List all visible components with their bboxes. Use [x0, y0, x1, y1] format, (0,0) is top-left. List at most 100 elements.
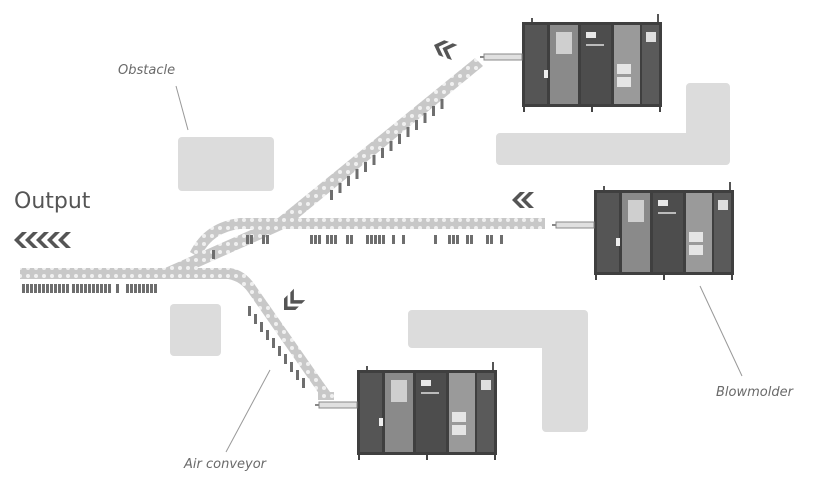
bottle: [456, 235, 459, 244]
bottle: [266, 330, 269, 340]
conveyor-branch-middle-join: [190, 218, 240, 258]
obstacle-leader-line: [175, 85, 189, 131]
bottle: [254, 314, 257, 324]
obstacle-label: Obstacle: [118, 63, 175, 78]
bottle: [382, 235, 385, 244]
air-conveyor-label: Air conveyor: [183, 457, 268, 472]
bottle: [138, 284, 141, 293]
bottle: [392, 235, 395, 244]
bottle: [466, 235, 469, 244]
bottle: [250, 235, 253, 244]
bottle: [30, 284, 33, 293]
bottle: [58, 284, 61, 293]
bottle: [100, 284, 103, 293]
bottle: [26, 284, 29, 293]
bottle: [84, 284, 87, 293]
bottle: [406, 127, 410, 137]
bottle: [278, 346, 281, 356]
bottle: [346, 235, 349, 244]
bottle: [76, 284, 79, 293]
bottle: [290, 362, 293, 372]
blowmolder-machine-middle: [551, 181, 735, 281]
bottle: [372, 155, 376, 165]
bottle: [434, 235, 437, 244]
bottle: [88, 284, 91, 293]
obstacle-l-shape-bottom-right: [408, 310, 588, 432]
conveyor-branch-bottom: [168, 268, 330, 398]
bottle: [42, 284, 45, 293]
bottle: [80, 284, 83, 293]
bottle: [500, 235, 503, 244]
bottle: [38, 284, 41, 293]
output-label: Output: [14, 189, 91, 214]
bottle: [248, 306, 251, 316]
chevron-arrow-icon: [434, 40, 458, 61]
bottle: [212, 250, 215, 259]
bottle: [246, 235, 249, 244]
bottle: [260, 322, 263, 332]
bottle: [142, 284, 145, 293]
conveyor-branch-top: [165, 58, 483, 279]
chevron-arrow-icon: [512, 192, 534, 208]
bottle: [415, 120, 418, 130]
air-conveyor-network: [20, 58, 545, 400]
bottle: [370, 235, 373, 244]
bottle: [314, 235, 317, 244]
bottle: [364, 162, 367, 172]
blowmolder-machine-top: [479, 13, 663, 113]
bottle: [134, 284, 137, 293]
conveyor-bottom-end: [318, 392, 334, 400]
bottle: [448, 235, 451, 244]
bottle: [318, 235, 321, 244]
bottle: [284, 354, 287, 364]
bottle: [347, 176, 350, 186]
bottle: [402, 235, 405, 244]
bottle: [126, 284, 129, 293]
bottle: [440, 99, 444, 109]
bottle: [355, 169, 359, 179]
bottle: [146, 284, 149, 293]
air-conveyor-leader-line: [225, 369, 271, 453]
bottle: [130, 284, 133, 293]
obstacle-block-top-left: [178, 137, 274, 191]
conveyor-main-output: [20, 268, 170, 279]
bottle: [50, 284, 53, 293]
bottle: [374, 235, 377, 244]
bottles-group: [22, 99, 503, 388]
bottle: [490, 235, 493, 244]
bottle: [62, 284, 65, 293]
bottle: [486, 235, 489, 244]
blowmolder-machine-bottom: [314, 361, 498, 461]
bottle: [22, 284, 25, 293]
bottle: [330, 190, 333, 200]
obstacle-l-shape-top-right: [496, 83, 730, 165]
bottle: [150, 284, 153, 293]
bottle: [326, 235, 329, 244]
bottle: [154, 284, 157, 293]
blowmolder-label: Blowmolder: [716, 385, 795, 400]
bottle: [350, 235, 353, 244]
bottle: [116, 284, 119, 293]
bottle: [378, 235, 381, 244]
bottle: [398, 134, 401, 144]
bottle: [423, 113, 427, 123]
obstacle-block-bottom-left: [170, 304, 221, 356]
blowmolder-leader-line: [699, 285, 743, 377]
bottle: [108, 284, 111, 293]
chevron-arrow-icon: [284, 288, 306, 310]
bottle: [66, 284, 69, 293]
bottle: [272, 338, 275, 348]
bottle: [296, 370, 299, 380]
chevron-arrow-icon-output: [14, 232, 71, 248]
bottle: [266, 235, 269, 244]
bottle: [366, 235, 369, 244]
bottle: [92, 284, 95, 293]
bottle: [310, 235, 313, 244]
conveyor-branch-middle: [240, 218, 545, 229]
bottle: [34, 284, 37, 293]
bottle: [54, 284, 57, 293]
bottle: [96, 284, 99, 293]
bottle: [104, 284, 107, 293]
bottle: [46, 284, 49, 293]
